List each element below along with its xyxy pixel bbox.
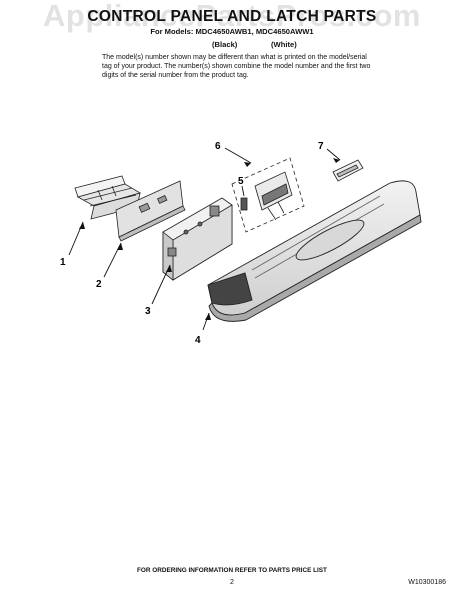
- ordering-instructions: FOR ORDERING INFORMATION REFER TO PARTS …: [137, 567, 327, 574]
- part-2-control-board: [115, 180, 186, 242]
- part-6-latch-assembly-outline: [231, 157, 305, 233]
- callout-4: 4: [195, 335, 201, 346]
- part-3-control-housing: [162, 197, 233, 281]
- model-note: The model(s) number shown may be differe…: [102, 54, 371, 79]
- callout-5: 5: [238, 176, 244, 187]
- callout-2: 2: [96, 279, 102, 290]
- callout-1: 1: [60, 257, 66, 268]
- leader-arrows: [79, 158, 340, 320]
- part-5-latch: [240, 171, 293, 221]
- part-1-bracket: [74, 175, 141, 220]
- part-4-control-panel: [207, 180, 422, 322]
- model-numbers: For Models: MDC4650AWB1, MDC4650AWW1: [150, 27, 314, 36]
- color-label-white: (White): [271, 40, 297, 49]
- document-code: W10300186: [408, 579, 446, 586]
- color-label-black: (Black): [212, 40, 238, 49]
- page-number: 2: [230, 579, 234, 586]
- callout-7: 7: [318, 141, 324, 152]
- callout-3: 3: [145, 306, 151, 317]
- part-7-handle: [332, 159, 364, 182]
- page-title: CONTROL PANEL AND LATCH PARTS: [87, 8, 377, 25]
- callout-6: 6: [215, 141, 221, 152]
